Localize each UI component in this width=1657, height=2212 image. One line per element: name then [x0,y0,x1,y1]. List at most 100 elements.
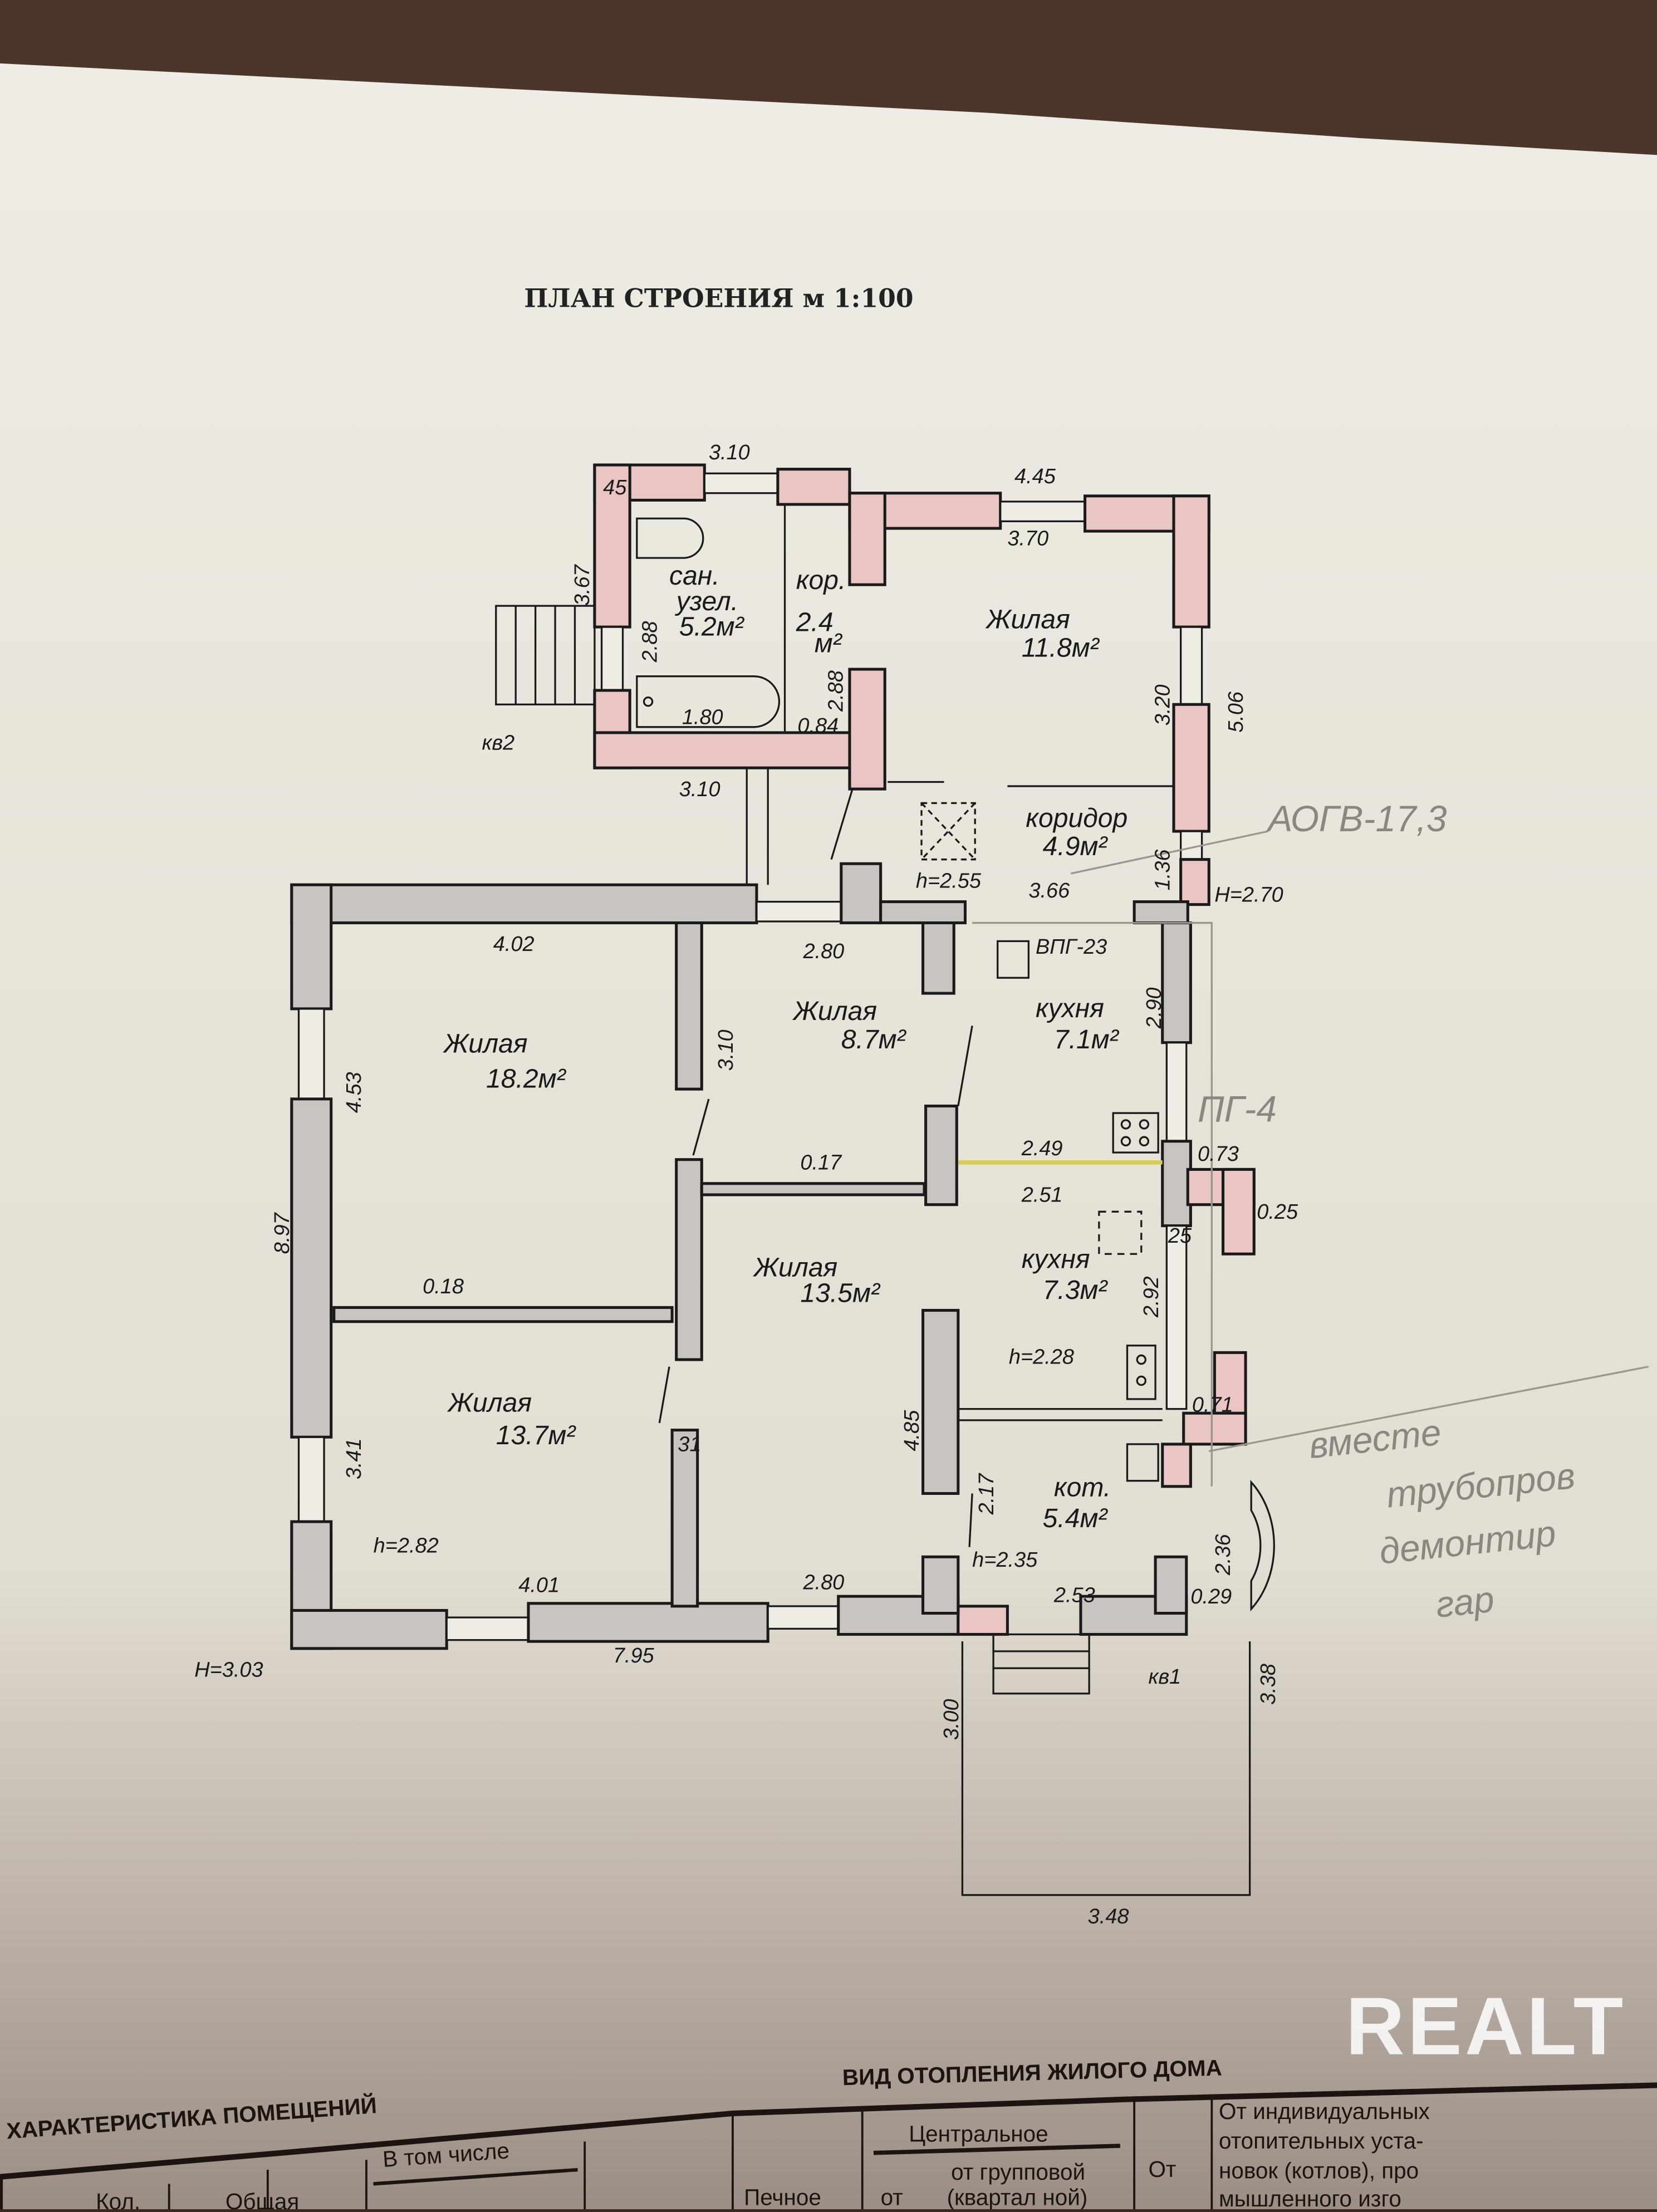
svg-text:2.90: 2.90 [1143,988,1166,1029]
svg-text:кв1: кв1 [1148,1665,1181,1689]
svg-text:h=2.35: h=2.35 [972,1548,1038,1572]
svg-text:2.53: 2.53 [1053,1583,1095,1607]
svg-text:8.97: 8.97 [271,1212,294,1254]
svg-text:4.9м²: 4.9м² [1043,831,1109,861]
svg-text:м²: м² [815,629,843,659]
svg-text:8.7м²: 8.7м² [841,1024,907,1054]
svg-text:13.5м²: 13.5м² [800,1278,881,1308]
svg-text:Кол.: Кол. [96,2189,140,2209]
svg-text:2.17: 2.17 [975,1473,998,1515]
svg-text:0.17: 0.17 [800,1151,842,1174]
svg-text:3.00: 3.00 [940,1699,963,1740]
svg-text:h=2.55: h=2.55 [916,869,982,892]
svg-text:0.71: 0.71 [1192,1394,1233,1417]
svg-text:7.3м²: 7.3м² [1043,1275,1109,1305]
svg-text:3.10: 3.10 [679,778,720,801]
svg-text:11.8м²: 11.8м² [1022,632,1100,663]
rooms-characteristics-table: ХАРАКТЕРИСТИКА ПОМЕЩЕНИЙ Кол. Общая В то… [0,2054,1657,2212]
paper [0,63,1657,2210]
svg-text:0.29: 0.29 [1190,1585,1232,1608]
svg-text:h=2.28: h=2.28 [1009,1346,1074,1369]
svg-text:5.06: 5.06 [1224,691,1248,733]
svg-text:3.41: 3.41 [342,1438,366,1479]
bathtub-icon [636,675,781,728]
svg-text:От: От [1148,2156,1176,2182]
svg-text:2.51: 2.51 [1021,1184,1063,1207]
svg-text:4.53: 4.53 [342,1072,366,1113]
svg-text:Жилая: Жилая [447,1388,532,1418]
svg-text:7.95: 7.95 [613,1644,655,1667]
svg-text:4.45: 4.45 [1014,465,1056,488]
svg-text:2.4: 2.4 [796,607,834,637]
svg-text:0.25: 0.25 [1257,1200,1298,1224]
svg-text:5.4м²: 5.4м² [1043,1503,1109,1533]
svg-text:от групповой: от групповой [951,2159,1085,2185]
svg-text:18.2м²: 18.2м² [486,1064,567,1094]
svg-text:2.49: 2.49 [1021,1137,1063,1160]
svg-text:3.10: 3.10 [709,441,750,464]
svg-text:31: 31 [678,1433,701,1456]
svg-text:узел.: узел. [675,586,738,616]
svg-text:3.66: 3.66 [1028,879,1070,903]
svg-text:От индивидуальных: От индивидуальных [1219,2098,1430,2124]
entrance-steps-kv2 [495,605,596,705]
pencil-annotations-lines [972,830,1649,1487]
svg-text:гар: гар [1434,1578,1496,1626]
svg-text:2.36: 2.36 [1212,1533,1235,1576]
stove-icon-2 [1126,1345,1156,1400]
svg-text:коридор: коридор [1026,803,1127,833]
svg-text:Жилая: Жилая [792,996,877,1026]
svg-text:2.88: 2.88 [638,621,661,663]
svg-text:4.02: 4.02 [493,933,535,956]
svg-text:h=2.82: h=2.82 [374,1534,439,1558]
svg-text:сан.: сан. [669,561,720,591]
svg-text:кв2: кв2 [482,731,514,754]
svg-text:3.48: 3.48 [1088,1905,1129,1928]
svg-text:3.38: 3.38 [1257,1664,1280,1705]
svg-text:кот.: кот. [1054,1473,1111,1503]
svg-text:25: 25 [1168,1224,1192,1248]
svg-text:АОГВ-17,3: АОГВ-17,3 [1266,798,1447,839]
svg-text:кухня: кухня [1022,1244,1090,1274]
svg-text:ПГ-4: ПГ-4 [1198,1088,1277,1129]
svg-text:Центральное: Центральное [909,2121,1048,2147]
upper-extension-walls [593,463,1210,906]
svg-text:Жилая: Жилая [753,1253,837,1283]
svg-text:45: 45 [603,476,627,499]
svg-text:7.1м²: 7.1м² [1054,1024,1120,1054]
svg-text:3.10: 3.10 [714,1029,738,1071]
svg-text:от: от [881,2184,903,2209]
svg-text:4.85: 4.85 [900,1410,924,1451]
svg-text:0.18: 0.18 [423,1275,464,1298]
svg-text:13.7м²: 13.7м² [496,1420,577,1450]
svg-text:кор.: кор. [796,565,846,595]
svg-text:Печное: Печное [744,2184,821,2209]
svg-text:3.67: 3.67 [571,563,594,606]
svg-text:Жилая: Жилая [443,1028,527,1058]
svg-text:1.80: 1.80 [682,706,723,729]
room-labels: сан. узел. 5.2м² кор. 2.4 м² Жилая 11.8м… [443,561,1127,1533]
svg-text:2.80: 2.80 [802,1571,844,1595]
svg-text:Жилая: Жилая [985,605,1070,635]
bay-and-porch [658,788,1275,1896]
svg-text:0.84: 0.84 [797,714,839,738]
svg-text:кухня: кухня [1036,993,1104,1023]
svg-text:ВПГ-23: ВПГ-23 [1036,935,1107,959]
svg-text:3.70: 3.70 [1007,527,1048,550]
svg-text:Общая: Общая [225,2189,299,2209]
main-house-walls [290,862,1256,1650]
svg-text:Н=2.70: Н=2.70 [1214,884,1283,907]
svg-text:2.80: 2.80 [802,940,844,963]
dimension-labels: 3.10 4.45 45 3.67 2.88 3.70 1.80 0.84 2.… [194,441,1298,1928]
svg-text:отопительных уста-: отопительных уста- [1219,2128,1424,2154]
realt-watermark-logo: REALT [1346,1981,1626,2072]
svg-text:5.2м²: 5.2м² [679,611,745,641]
pencil-notes: АОГВ-17,3 ПГ-4 вместе трубопров демонтир… [1198,798,1577,1625]
svg-text:0.73: 0.73 [1198,1142,1239,1166]
svg-text:3.20: 3.20 [1151,684,1174,725]
boiler-icon [920,802,1159,1482]
svg-text:мышленного изго: мышленного изго [1219,2186,1401,2209]
svg-text:2.92: 2.92 [1140,1276,1163,1318]
svg-text:(квартал ной): (квартал ной) [947,2184,1088,2209]
